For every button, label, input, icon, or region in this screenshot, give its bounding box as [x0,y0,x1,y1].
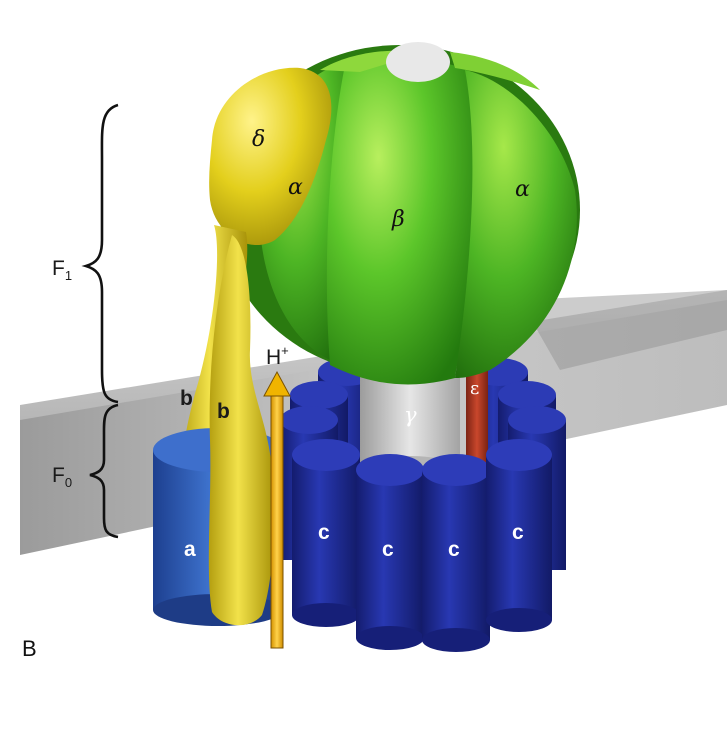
f0-label: F0 [52,464,72,490]
c-label: c [382,538,394,561]
epsilon-label: ε [470,378,479,399]
c-subunit [356,454,424,650]
alpha-left-label: α [288,175,303,200]
beta-label: β [391,207,405,232]
panel-label: B [22,636,37,661]
c-subunit [292,439,360,627]
b-subunit-inner [208,235,274,626]
proton-arrow [263,370,291,649]
c-ring-front [292,439,552,652]
alpha-right-lobe [455,70,577,378]
c-label: c [448,538,460,561]
f1-cap [386,42,450,82]
a-label: a [184,538,196,561]
b-outer-label: b [180,387,193,410]
c-label: c [318,521,330,544]
delta-subunit [209,67,332,246]
c-subunit [422,454,490,652]
b-inner-label: b [217,400,230,423]
delta-label: δ [252,127,265,152]
membrane-shadow [520,290,727,370]
gamma-label: γ [404,403,417,427]
alpha-right-label: α [515,177,530,202]
f1-brace [81,103,119,404]
beta-lobe [326,59,475,385]
c-label: c [512,521,524,544]
proton-label: H+ [266,343,289,369]
f0-brace [89,403,119,539]
c-subunit [486,439,552,632]
top-lobe-right [450,52,540,90]
f1-label: F1 [52,257,72,283]
